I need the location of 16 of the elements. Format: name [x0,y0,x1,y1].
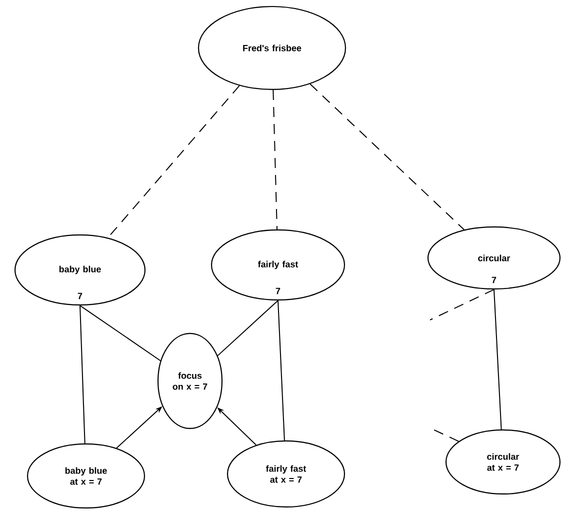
ellipse-node: focus on x = 7 [157,332,223,430]
ellipse-node: fairly fast at x = 7 [226,440,346,508]
port-label: 7 [78,292,82,300]
connector [430,289,494,320]
connector [494,289,502,430]
connector [217,300,278,356]
ellipse-node: circular at x = 7 [445,429,561,495]
connector [278,300,285,441]
port-label: 7 [276,288,280,294]
connector [80,305,86,444]
connector [310,84,465,230]
ellipse-node: Fred's frisbee [198,6,346,90]
ellipse-node: baby blue at x = 7 [26,443,146,509]
port-label: 7 [492,276,496,284]
connector [272,90,278,230]
connector [80,305,161,362]
